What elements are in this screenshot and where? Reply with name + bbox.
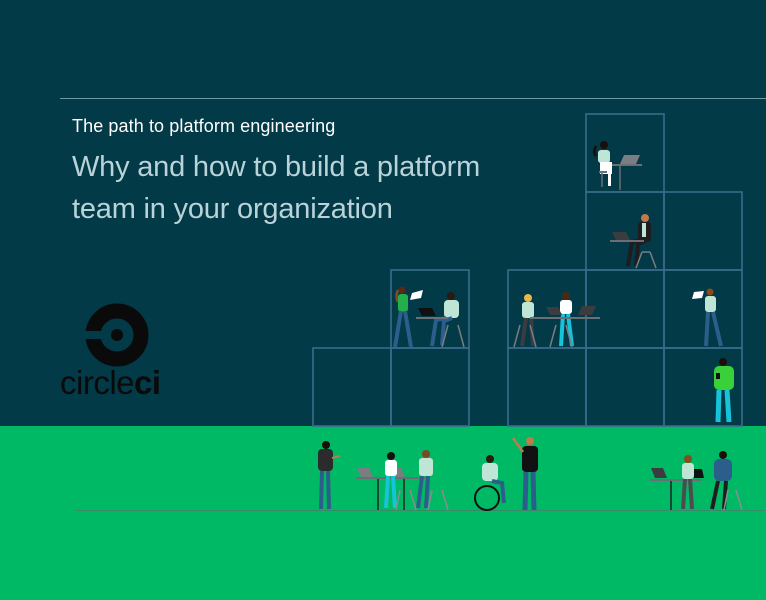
page-kicker: The path to platform engineering (72, 116, 336, 136)
box-grid (312, 113, 743, 427)
ground-line (76, 510, 766, 511)
circleci-wordmark: circleci (60, 364, 161, 401)
hero-green-panel (0, 426, 766, 600)
circleci-logo: circleci (60, 302, 200, 412)
page-title: Why and how to build a platform team in … (72, 151, 481, 225)
divider-line (60, 98, 766, 99)
circleci-logo-icon (80, 303, 149, 367)
